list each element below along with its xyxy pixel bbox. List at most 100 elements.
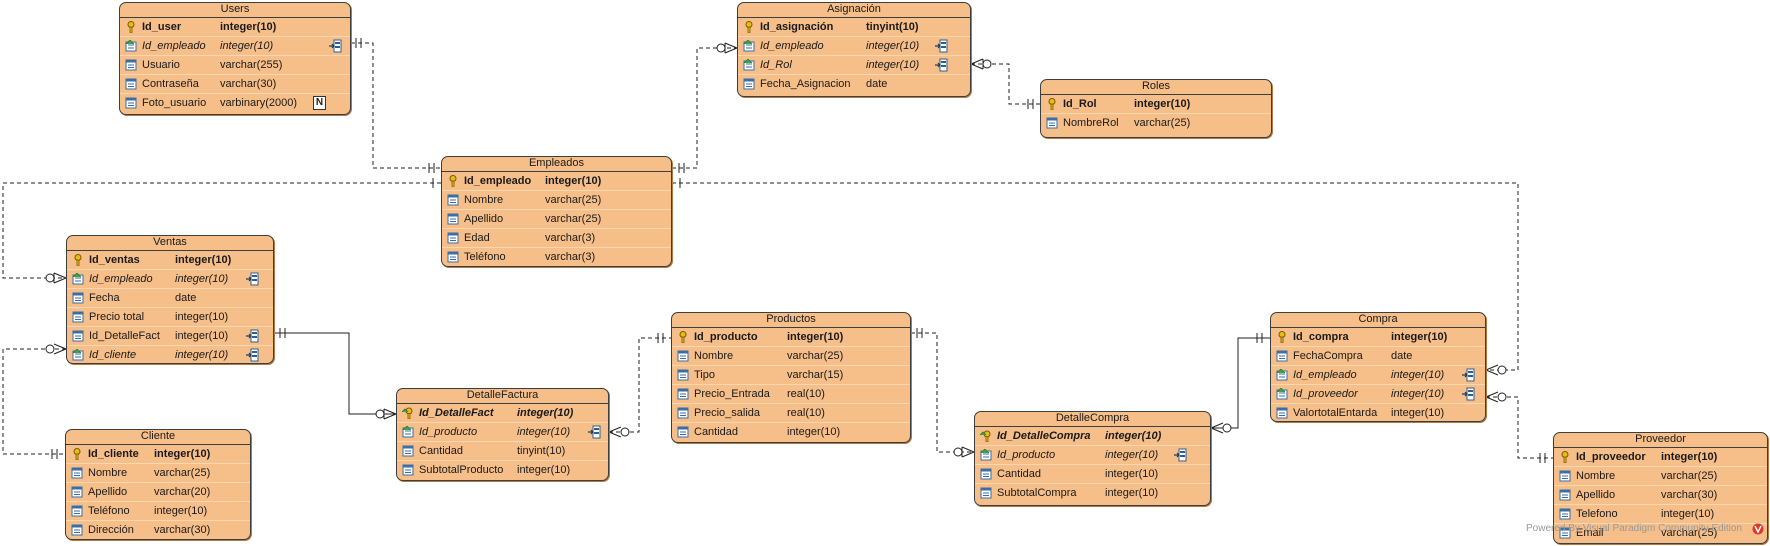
column-icon [980, 468, 992, 480]
field-row[interactable]: Id_user integer(10) [120, 18, 350, 37]
reference-link-icon[interactable] [1461, 387, 1475, 401]
field-type: integer(10) [175, 254, 232, 266]
entity-detallecompra[interactable]: DetalleCompra Id_DetalleCompra integer(1… [974, 411, 1211, 506]
field-row[interactable]: Nombre varchar(25) [66, 464, 250, 483]
primary-key-icon [1278, 331, 1286, 343]
field-row[interactable]: Id_cliente integer(10) [66, 445, 250, 464]
field-row[interactable]: Contraseña varchar(30) [120, 75, 350, 94]
field-row[interactable]: Id_producto integer(10) [672, 328, 910, 347]
entity-title: Productos [672, 313, 910, 328]
field-type: integer(10) [175, 330, 229, 342]
field-row[interactable]: Cantidad tinyint(10) [397, 442, 608, 461]
entity-ventas[interactable]: Ventas Id_ventas integer(10) Id_empleado… [66, 235, 274, 364]
reference-link-icon[interactable] [934, 58, 948, 72]
field-row[interactable]: Dirección varchar(30) [66, 521, 250, 539]
primary-key-icon [1561, 451, 1569, 463]
field-row[interactable]: Cantidad integer(10) [975, 465, 1210, 484]
field-row[interactable]: Id_Rol integer(10) [1041, 95, 1271, 114]
field-row[interactable]: Id_ventas integer(10) [67, 251, 273, 270]
field-row[interactable]: Id_cliente integer(10) [67, 346, 273, 363]
field-row[interactable]: Edad varchar(3) [442, 229, 671, 248]
reference-link-icon[interactable] [245, 348, 259, 362]
field-row[interactable]: Apellido varchar(20) [66, 483, 250, 502]
field-row[interactable]: Fecha_Asignacion date [738, 75, 970, 93]
entity-empleados[interactable]: Empleados Id_empleado integer(10) Nombre… [441, 156, 672, 267]
field-name: Id_DetalleFact [419, 407, 494, 419]
column-icon [1276, 407, 1288, 419]
reference-link-icon[interactable] [587, 425, 601, 439]
field-type: varbinary(2000) [220, 97, 298, 109]
entity-users[interactable]: Users Id_user integer(10) Id_empleado in… [119, 2, 351, 115]
field-name: Precio total [89, 311, 145, 323]
field-row[interactable]: FechaCompra date [1271, 347, 1485, 366]
field-row[interactable]: Cantidad integer(10) [672, 423, 910, 441]
field-type: varchar(3) [545, 232, 596, 244]
field-row[interactable]: Foto_usuario varbinary(2000) N [120, 94, 350, 112]
field-row[interactable]: Id_DetalleCompra integer(10) [975, 427, 1210, 446]
field-row[interactable]: Precio total integer(10) [67, 308, 273, 327]
field-row[interactable]: Tipo varchar(15) [672, 366, 910, 385]
entity-roles[interactable]: Roles Id_Rol integer(10) NombreRol varch… [1040, 79, 1272, 138]
field-row[interactable]: Precio_Entrada real(10) [672, 385, 910, 404]
field-row[interactable]: Id_empleado integer(10) [67, 270, 273, 289]
field-row[interactable]: Id_Rol integer(10) [738, 56, 970, 75]
reference-link-icon[interactable] [934, 39, 948, 53]
field-row[interactable]: Id_empleado integer(10) [120, 37, 350, 56]
rel-productos-detallecompra [911, 332, 974, 453]
field-type: tinyint(10) [517, 445, 566, 457]
reference-link-icon[interactable] [1173, 448, 1187, 462]
field-row[interactable]: Nombre varchar(25) [442, 191, 671, 210]
field-row[interactable]: Id_compra integer(10) [1271, 328, 1485, 347]
column-icon [1559, 489, 1571, 501]
field-row[interactable]: Id_proveedor integer(10) [1554, 448, 1767, 467]
field-type: integer(10) [1134, 98, 1191, 110]
field-row[interactable]: Apellido varchar(30) [1554, 486, 1767, 505]
field-row[interactable]: SubtotalCompra integer(10) [975, 484, 1210, 502]
field-row[interactable]: Id_DetalleFact integer(10) [397, 404, 608, 423]
entity-productos[interactable]: Productos Id_producto integer(10) Nombre… [671, 312, 911, 443]
field-row[interactable]: Id_producto integer(10) [975, 446, 1210, 465]
field-row[interactable]: Teléfono integer(10) [66, 502, 250, 521]
entity-proveedor[interactable]: Proveedor Id_proveedor integer(10) Nombr… [1553, 432, 1768, 544]
foreign-key-icon [402, 426, 414, 438]
entity-compra[interactable]: Compra Id_compra integer(10) FechaCompra… [1270, 312, 1486, 422]
field-row[interactable]: ValortotalEntarda integer(10) [1271, 404, 1485, 421]
field-row[interactable]: Telefono integer(10) [1554, 505, 1767, 524]
field-row[interactable]: Usuario varchar(255) [120, 56, 350, 75]
field-row[interactable]: Id_asignación tinyint(10) [738, 18, 970, 37]
foreign-key-icon [743, 40, 755, 52]
reference-link-icon[interactable] [245, 329, 259, 343]
field-row[interactable]: Id_empleado integer(10) [1271, 366, 1485, 385]
field-row[interactable]: Nombre varchar(25) [1554, 467, 1767, 486]
entity-detallefactura[interactable]: DetalleFactura Id_DetalleFact integer(10… [396, 388, 609, 481]
field-row[interactable]: Id_DetalleFact integer(10) [67, 327, 273, 346]
field-name: Id_DetalleCompra [997, 430, 1091, 442]
column-icon [125, 97, 137, 109]
field-row[interactable]: Id_proveedor integer(10) [1271, 385, 1485, 404]
field-type: integer(10) [154, 448, 211, 460]
field-row[interactable]: Fecha date [67, 289, 273, 308]
entity-cliente[interactable]: Cliente Id_cliente integer(10) Nombre va… [65, 429, 251, 540]
field-type: integer(10) [517, 426, 571, 438]
reference-link-icon[interactable] [245, 272, 259, 286]
field-type: varchar(3) [545, 251, 596, 263]
field-row[interactable]: Teléfono varchar(3) [442, 248, 671, 266]
foreign-key-icon [980, 449, 992, 461]
field-row[interactable]: Email varchar(25) [1554, 524, 1767, 542]
field-row[interactable]: Precio_salida real(10) [672, 404, 910, 423]
field-row[interactable]: Apellido varchar(25) [442, 210, 671, 229]
field-row[interactable]: NombreRol varchar(25) [1041, 114, 1271, 132]
field-row[interactable]: Id_producto integer(10) [397, 423, 608, 442]
field-name: Cantidad [997, 468, 1042, 480]
field-row[interactable]: Id_empleado integer(10) [738, 37, 970, 56]
reference-link-icon[interactable] [1461, 368, 1475, 382]
reference-link-icon[interactable] [328, 39, 342, 53]
field-row[interactable]: Nombre varchar(25) [672, 347, 910, 366]
entity-asignacion[interactable]: Asignación Id_asignación tinyint(10) Id_… [737, 2, 971, 97]
primary-key-icon [679, 331, 687, 343]
entity-title: Cliente [66, 430, 250, 445]
field-row[interactable]: SubtotalProducto integer(10) [397, 461, 608, 479]
field-row[interactable]: Id_empleado integer(10) [442, 172, 671, 191]
column-icon [677, 407, 689, 419]
